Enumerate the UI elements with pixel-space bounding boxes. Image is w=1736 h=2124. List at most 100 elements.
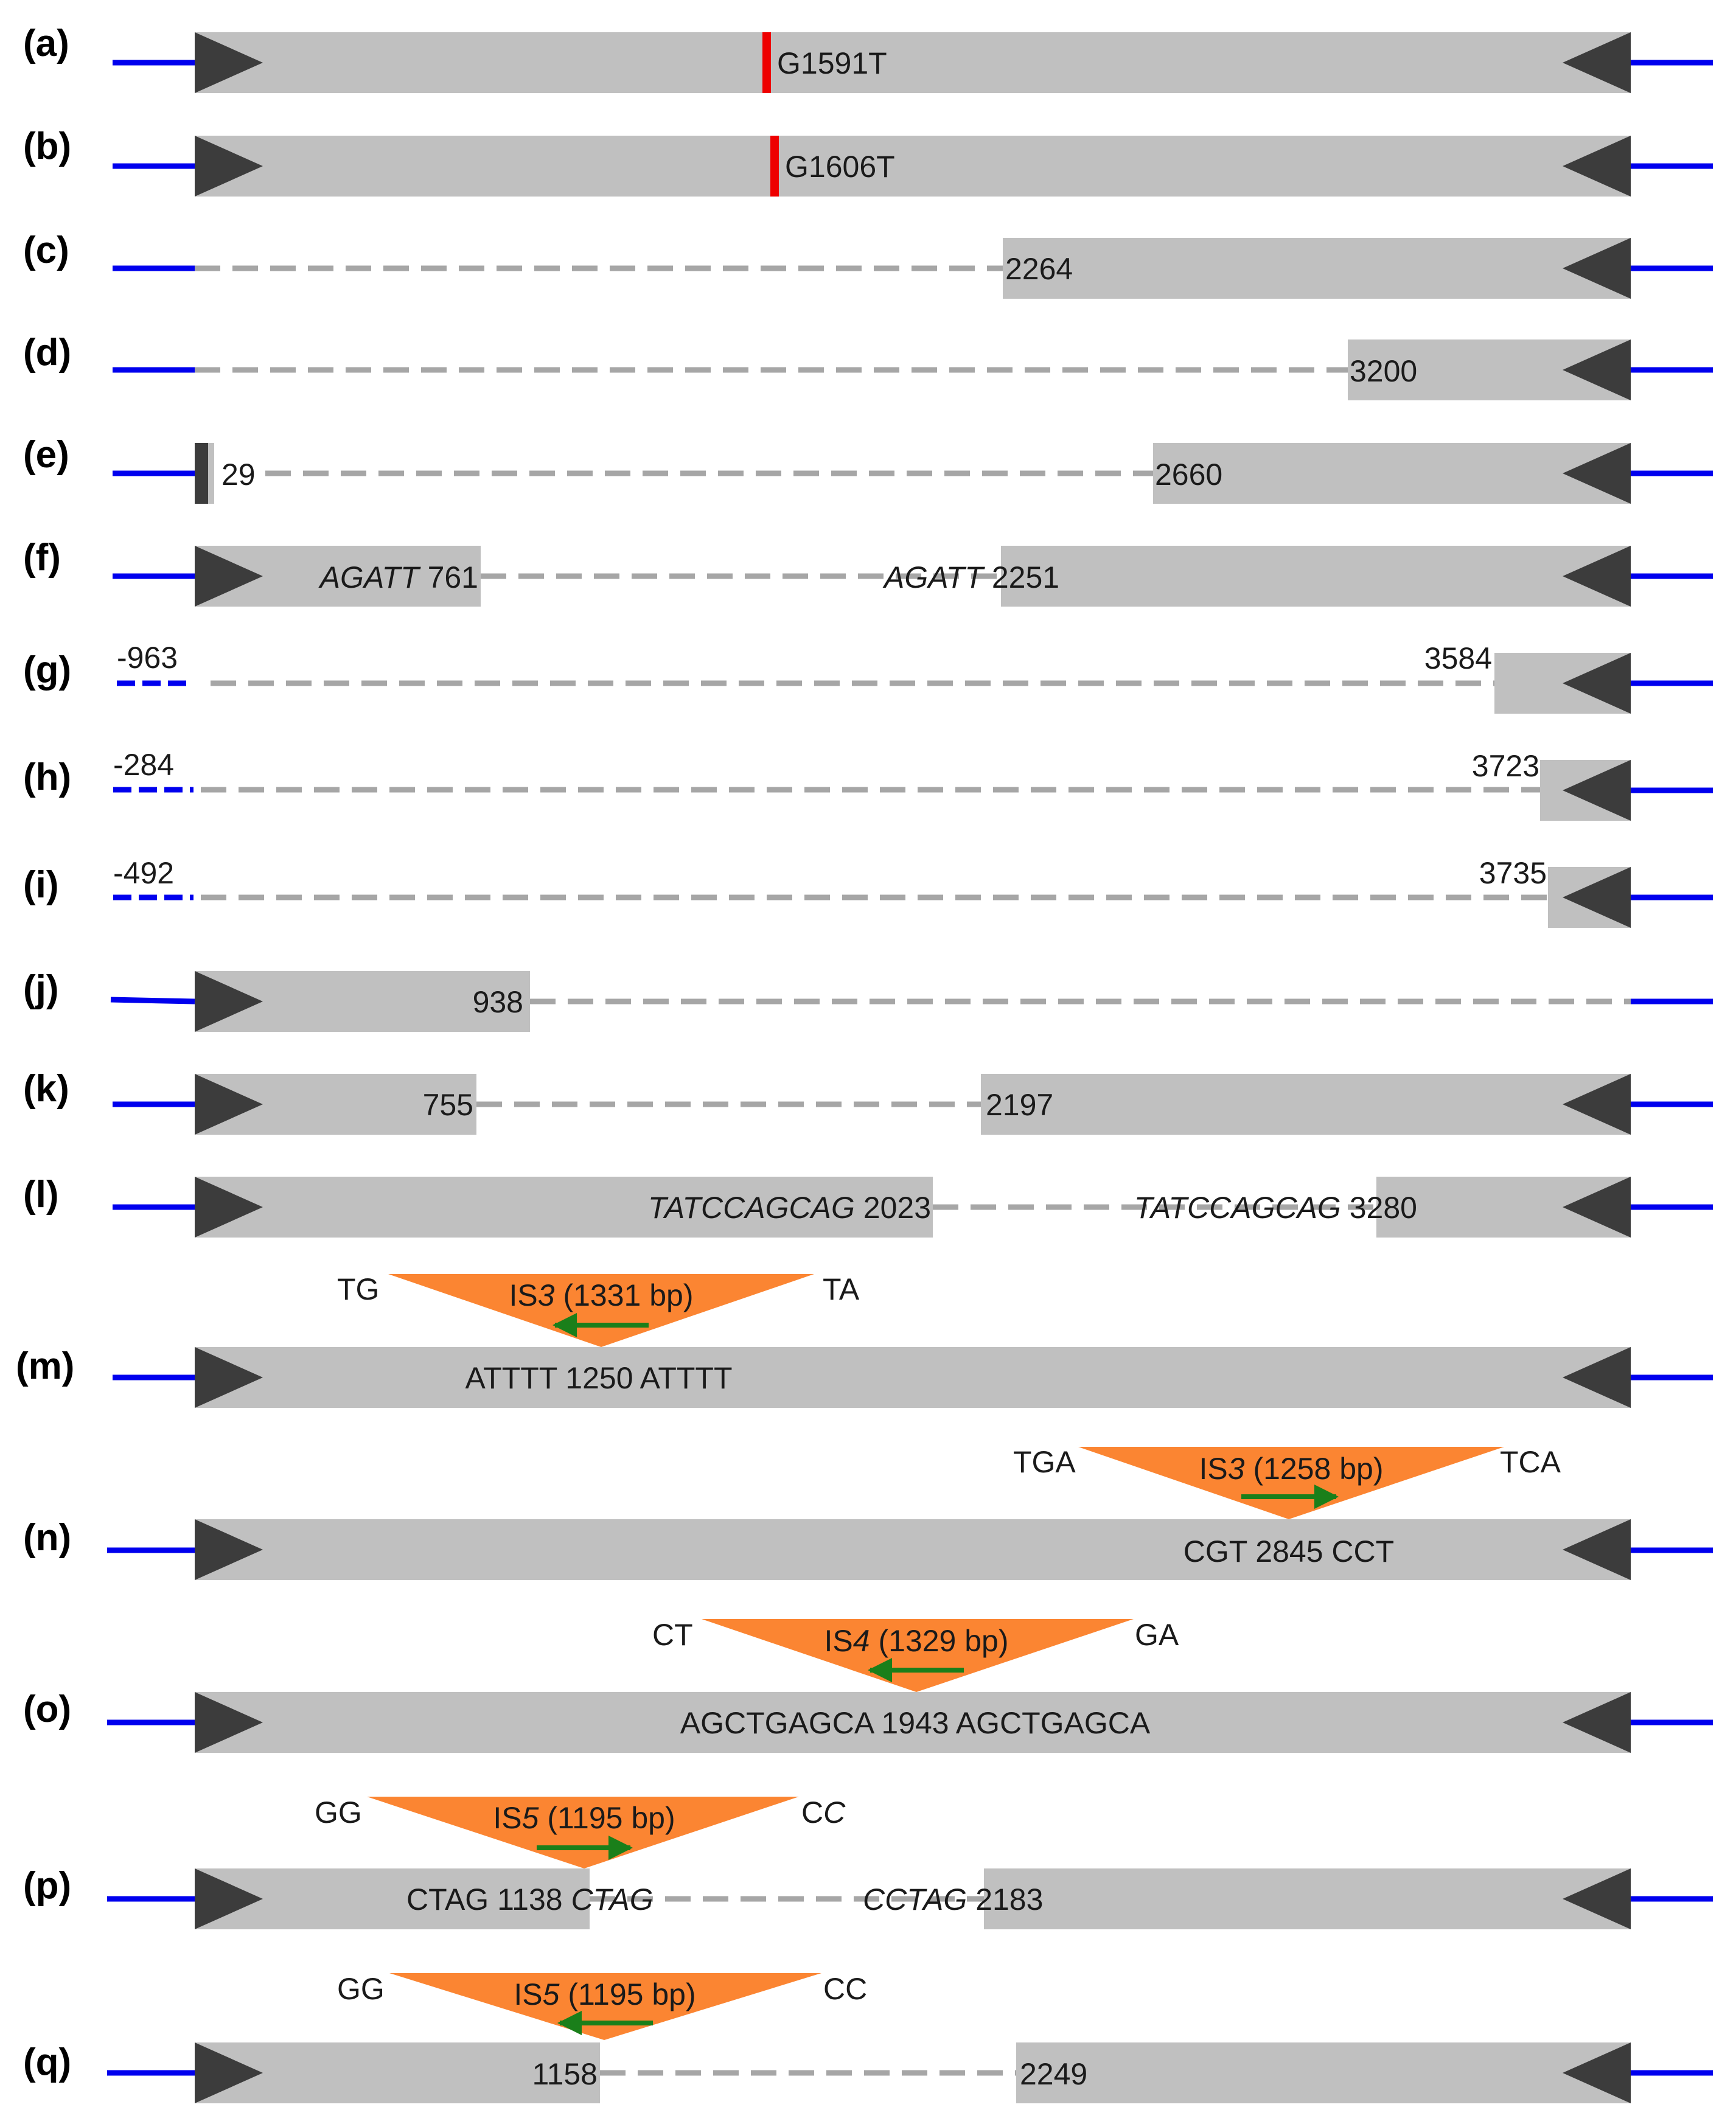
target-duplication-left: GG (337, 1972, 385, 2006)
breakpoint-label: 29 (221, 458, 256, 492)
breakpoint-label: 1158 (532, 2057, 598, 2091)
start-arrowhead (195, 32, 263, 93)
row-label: (m) (16, 1345, 74, 1387)
insertion-element (388, 1274, 814, 1347)
end-arrowhead (1563, 1868, 1631, 1929)
end-arrowhead (1563, 1519, 1631, 1580)
gene-fragment (1003, 238, 1631, 299)
start-arrowhead-truncated (195, 443, 208, 504)
breakpoint-label: 2197 (986, 1088, 1053, 1122)
end-arrowhead (1563, 2042, 1631, 2103)
junction-label-left: TATCCAGCAG 2023 (648, 1191, 931, 1225)
mutation-label: G1591T (777, 46, 887, 80)
start-arrowhead (195, 1692, 263, 1753)
end-arrowhead (1563, 339, 1631, 400)
row-e: (e) 29 2660 (23, 434, 1713, 504)
gene-fragment (1153, 443, 1631, 504)
row-a: (a) G1591T (23, 23, 1713, 93)
row-label: (b) (23, 125, 71, 167)
target-duplication-left: GG (315, 1795, 362, 1830)
start-arrowhead (195, 2042, 263, 2103)
breakpoint-label: 755 (423, 1088, 473, 1122)
gene-fragment (984, 1868, 1631, 1929)
row-f: (f) AGATT 761 AGATT 2251 (23, 537, 1713, 607)
insertion-site-label: CGT 2845 CCT (1183, 1534, 1394, 1569)
row-label: (l) (23, 1174, 59, 1216)
row-label: (f) (23, 537, 61, 579)
gene-body (195, 32, 1631, 93)
breakpoint-label: 938 (473, 985, 523, 1019)
target-duplication-right: TCA (1500, 1445, 1561, 1479)
breakpoint-label: 3584 (1424, 641, 1492, 675)
gene-fragment (981, 1074, 1631, 1135)
end-arrowhead (1563, 1692, 1631, 1753)
start-arrowhead (195, 1519, 263, 1580)
row-label: (d) (23, 332, 71, 374)
start-arrowhead (195, 971, 263, 1032)
breakpoint-label: 2264 (1005, 252, 1073, 286)
junction-label-left: AGATT 761 (318, 560, 478, 594)
breakpoint-label: 2249 (1020, 2057, 1087, 2091)
row-l: (l) TATCCAGCAG 2023 TATCCAGCAG 3280 (23, 1174, 1713, 1238)
insertion-site-label: AGCTGAGCA 1943 AGCTGAGCA (680, 1706, 1151, 1740)
end-arrowhead (1563, 136, 1631, 197)
insertion-label: IS3 (1258 bp) (1199, 1452, 1384, 1486)
row-label: (q) (23, 2041, 71, 2083)
upstream-breakpoint-label: -492 (113, 856, 174, 890)
point-mutation-mark (762, 32, 771, 93)
row-g: (g) -963 3584 (23, 641, 1713, 714)
row-label: (p) (23, 1865, 71, 1907)
breakpoint-label: 3723 (1472, 749, 1539, 783)
start-arrowhead (195, 1347, 263, 1408)
row-label: (n) (23, 1517, 71, 1559)
row-label: (e) (23, 434, 69, 476)
row-k: (k) 755 2197 (23, 1068, 1713, 1135)
row-label: (a) (23, 23, 69, 64)
row-label: (g) (23, 649, 71, 691)
insertion-label: IS3 (1331 bp) (509, 1278, 694, 1312)
insertion-label: IS4 (1329 bp) (824, 1624, 1009, 1658)
start-arrowhead (195, 136, 263, 197)
junction-label-right: CCTAG 2183 (863, 1882, 1043, 1917)
row-q: (q) IS5 (1195 bp) GG CC 1158 2249 (23, 1972, 1713, 2103)
target-duplication-left: CT (652, 1618, 693, 1652)
row-label: (c) (23, 229, 69, 271)
mutation-label: G1606T (785, 150, 895, 184)
junction-label-left: CTAG 1138 CTAG (406, 1882, 654, 1917)
end-arrowhead (1563, 443, 1631, 504)
row-b: (b) G1606T (23, 125, 1713, 197)
row-d: (d) 3200 (23, 332, 1713, 400)
start-arrowhead (195, 1868, 263, 1929)
row-label: (o) (23, 1688, 71, 1730)
end-arrowhead (1563, 1177, 1631, 1238)
junction-label-right: TATCCAGCAG 3280 (1134, 1191, 1417, 1225)
target-duplication-left: TGA (1013, 1445, 1076, 1479)
insertion-element (1078, 1447, 1504, 1519)
upstream-breakpoint-label: -963 (117, 641, 178, 675)
breakpoint-label: 3200 (1350, 354, 1417, 388)
row-label: (k) (23, 1068, 69, 1110)
gene-body (195, 136, 1631, 197)
target-duplication-left: TG (337, 1272, 379, 1306)
row-c: (c) 2264 (23, 229, 1713, 299)
insertion-label: IS5 (1195 bp) (493, 1801, 675, 1835)
row-i: (i) -492 3735 (23, 856, 1713, 928)
insertion-element (702, 1619, 1134, 1692)
upstream-flank (110, 997, 195, 1005)
target-duplication-right: CC (801, 1795, 846, 1830)
insertion-element (389, 1973, 821, 2040)
junction-label-right: AGATT 2251 (882, 560, 1059, 594)
row-p: (p) IS5 (1195 bp) GG CC CTAG 1138 CTAG C… (23, 1795, 1713, 1929)
gene-fragment (1016, 2042, 1631, 2103)
end-arrowhead (1563, 546, 1631, 607)
insertion-element (367, 1797, 799, 1868)
end-arrowhead (1563, 32, 1631, 93)
breakpoint-label: 3735 (1479, 856, 1547, 890)
target-duplication-right: CC (823, 1972, 867, 2006)
start-arrowhead (195, 1177, 263, 1238)
target-duplication-right: TA (823, 1272, 860, 1306)
end-arrowhead (1563, 1074, 1631, 1135)
gene-body (195, 1692, 1631, 1753)
row-n: (n) IS3 (1258 bp) TGA TCA CGT 2845 CCT (23, 1445, 1713, 1580)
